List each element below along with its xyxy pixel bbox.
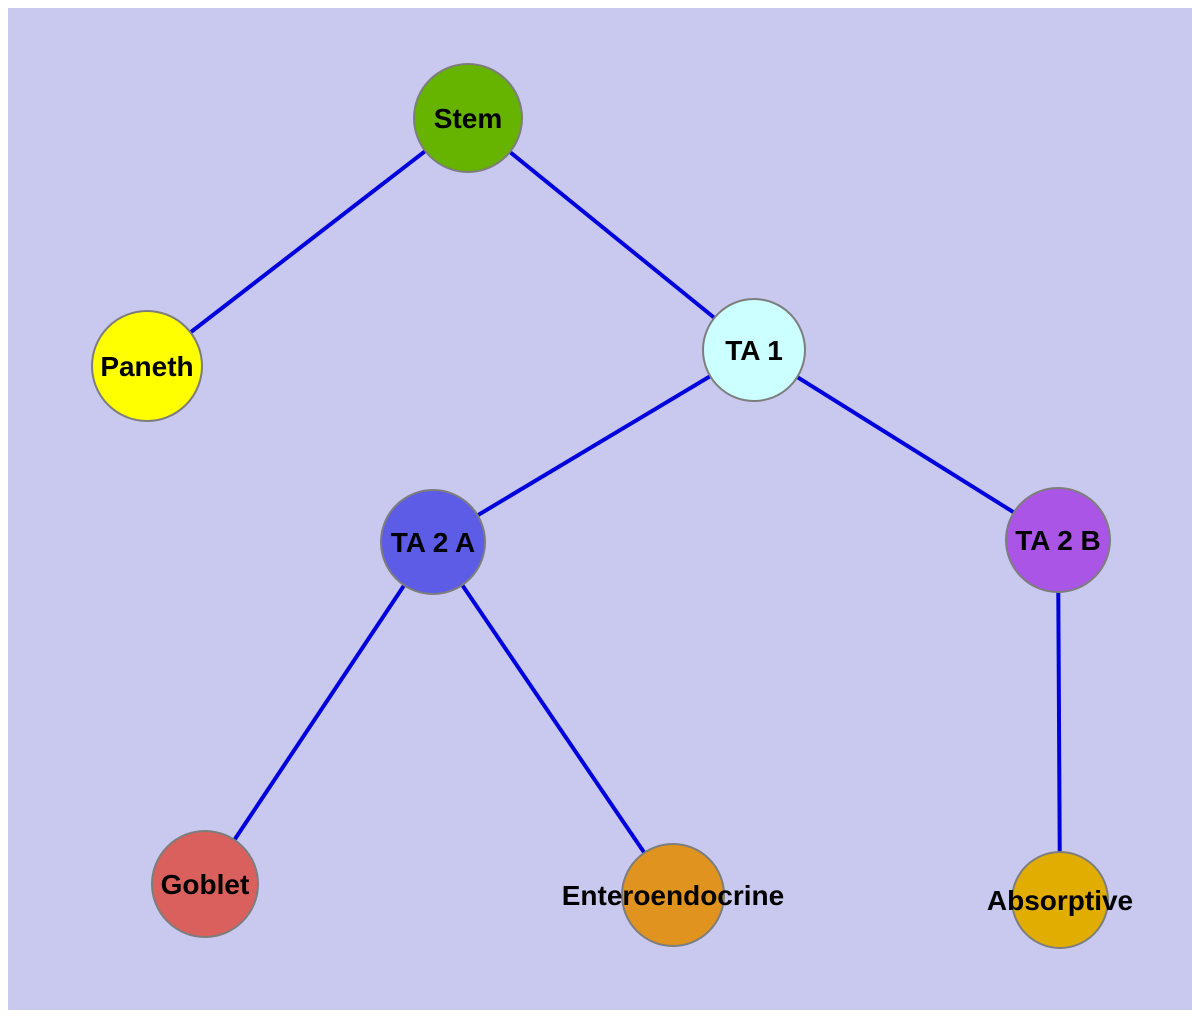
edge-ta2a-goblet: [203, 540, 435, 886]
edge-layer: [145, 116, 1062, 901]
node-absorptive-circle[interactable]: [1011, 851, 1109, 949]
edge-stem-ta1: [466, 116, 756, 352]
node-goblet[interactable]: Goblet: [151, 830, 259, 938]
edge-ta1-ta2a: [431, 348, 756, 544]
edge-ta2b-absorptive: [1056, 539, 1062, 901]
node-ta1[interactable]: TA 1: [702, 298, 806, 402]
node-enteroendocrine-circle[interactable]: [621, 843, 725, 947]
edge-ta1-ta2b: [752, 348, 1060, 542]
node-ta2b[interactable]: TA 2 B: [1005, 487, 1111, 593]
edge-stem-paneth: [145, 116, 470, 368]
node-paneth-circle[interactable]: [91, 310, 203, 422]
node-stem-circle[interactable]: [413, 63, 523, 173]
edge-ta2a-enteroendocrine: [431, 540, 675, 897]
node-ta1-circle[interactable]: [702, 298, 806, 402]
node-ta2b-circle[interactable]: [1005, 487, 1111, 593]
node-ta2a[interactable]: TA 2 A: [380, 489, 486, 595]
node-paneth[interactable]: Paneth: [91, 310, 203, 422]
node-goblet-circle[interactable]: [151, 830, 259, 938]
node-stem[interactable]: Stem: [413, 63, 523, 173]
node-ta2a-circle[interactable]: [380, 489, 486, 595]
